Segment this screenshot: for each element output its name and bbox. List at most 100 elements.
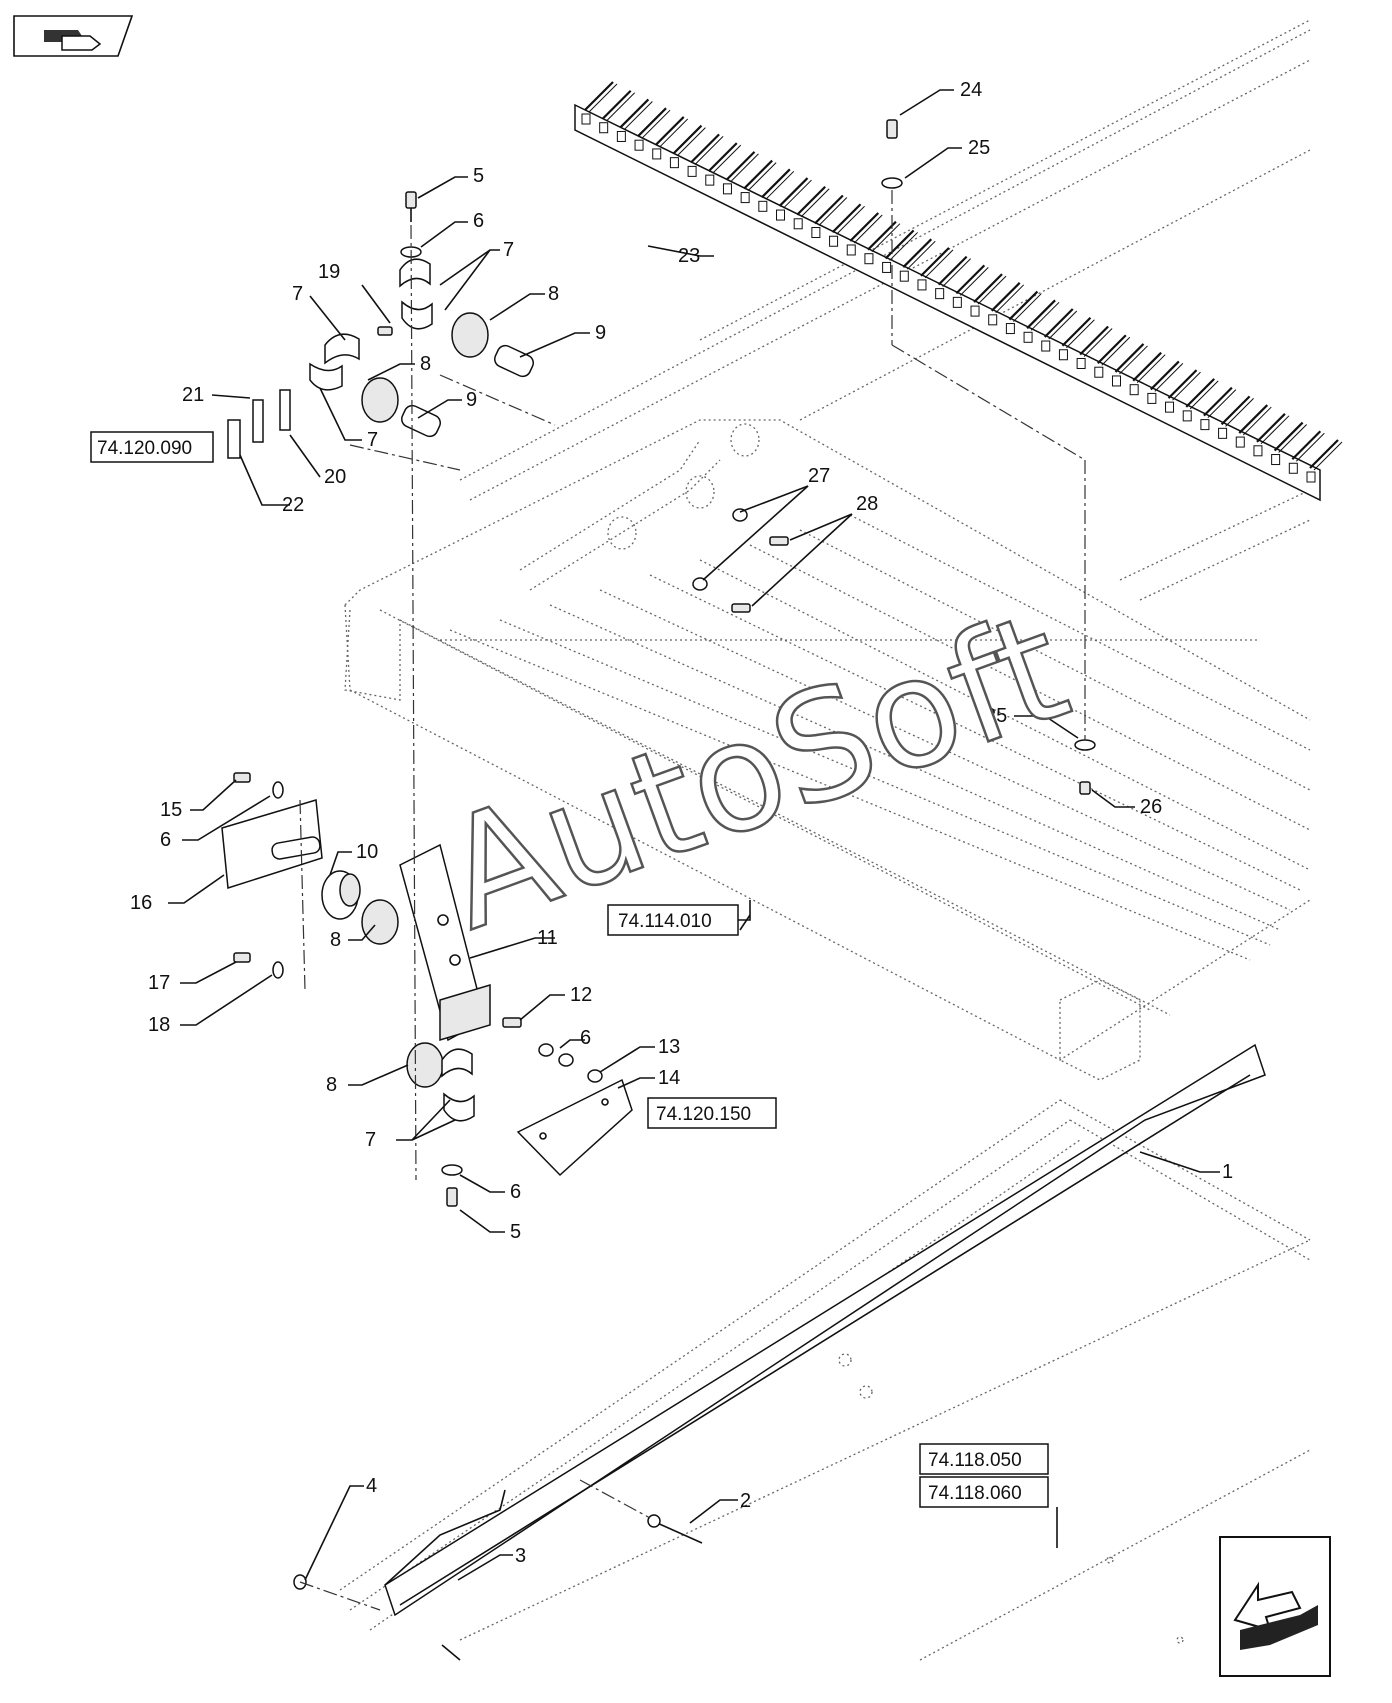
tine — [637, 107, 667, 137]
side-strip — [384, 1043, 1266, 1617]
tine-coil — [1306, 471, 1316, 483]
callout-10: 10 — [356, 841, 378, 863]
tine-coil — [1111, 375, 1121, 387]
tine-edge — [1260, 415, 1290, 445]
tine-coil — [758, 200, 768, 212]
callout-6d: 6 — [510, 1181, 521, 1203]
callout-21: 21 — [182, 384, 204, 406]
callout-7b: 7 — [292, 283, 303, 305]
tine-coil — [882, 261, 892, 273]
tine — [654, 116, 685, 146]
callout-6c: 6 — [580, 1027, 591, 1049]
callout-20: 20 — [324, 466, 346, 488]
tine-coil — [917, 279, 927, 291]
callout-8c: 8 — [330, 929, 341, 951]
tine-coil — [669, 157, 679, 169]
tine — [1273, 421, 1304, 452]
callout-8: 8 — [548, 283, 559, 305]
ref-74-120-090[interactable]: 74.120.090 — [90, 431, 214, 463]
tine-coil — [1200, 419, 1210, 431]
tine-edge — [1119, 345, 1148, 375]
tine — [831, 203, 862, 234]
tine — [955, 264, 986, 295]
tine — [1079, 325, 1109, 356]
tine-coil — [705, 174, 715, 186]
tine-coil — [1147, 392, 1157, 404]
tine-coil — [970, 305, 980, 317]
tine-edge — [1189, 380, 1219, 410]
tine-edge — [959, 267, 989, 296]
tine-edge — [1154, 363, 1184, 392]
svg-text:74.118.050: 74.118.050 — [928, 1450, 1022, 1471]
ref-74-120-150[interactable]: 74.120.150 — [647, 1097, 777, 1129]
tine — [1043, 308, 1074, 338]
tine — [973, 273, 1003, 303]
ref-74-118-050[interactable]: 74.118.050 — [919, 1443, 1049, 1475]
tine — [1220, 395, 1251, 426]
tine-edge — [889, 232, 918, 261]
tine — [814, 194, 844, 225]
tine-edge — [606, 92, 636, 122]
callout-15: 15 — [160, 799, 182, 821]
tine — [1061, 316, 1092, 347]
tine-coil — [1094, 366, 1104, 378]
tine-coil — [722, 183, 732, 195]
ref-74-118-060[interactable]: 74.118.060 — [919, 1476, 1049, 1508]
tine — [1309, 439, 1339, 469]
tine-coil — [793, 218, 803, 230]
tine-bar — [574, 81, 1343, 502]
callout-12: 12 — [570, 984, 592, 1006]
tine-edge — [1295, 432, 1325, 462]
tine — [1150, 360, 1180, 391]
tine — [1238, 404, 1269, 434]
tine-coil — [652, 148, 662, 160]
top-nav-button[interactable] — [13, 15, 134, 57]
tine-coil — [1023, 331, 1033, 343]
callout-5: 5 — [473, 165, 484, 187]
tine — [937, 255, 968, 286]
ref-74-114-010[interactable]: 74.114.010 — [607, 900, 751, 936]
tine — [672, 124, 703, 155]
tine-edge — [977, 275, 1007, 305]
tine-edge — [765, 170, 795, 200]
svg-text:74.120.090: 74.120.090 — [97, 438, 192, 459]
tine — [725, 151, 756, 181]
tine-edge — [1083, 328, 1113, 357]
callout-4: 4 — [366, 1475, 377, 1497]
tine — [708, 142, 738, 172]
svg-text:74.114.010: 74.114.010 — [618, 911, 712, 932]
tine-edge — [730, 153, 759, 183]
tine — [743, 159, 773, 190]
tine — [884, 229, 915, 260]
leader-lines — [168, 89, 1220, 1581]
tine-edge — [871, 223, 901, 253]
tine-edge — [747, 162, 777, 191]
bottom-nav-button[interactable] — [1219, 1536, 1331, 1677]
tine-edge — [818, 197, 848, 226]
callout-17: 17 — [148, 972, 170, 994]
tine-edge — [800, 188, 830, 218]
tine-edge — [1207, 389, 1237, 418]
tine-coil — [1182, 410, 1192, 422]
callout-1: 1 — [1222, 1161, 1233, 1183]
tine-edge — [995, 284, 1025, 314]
callout-16: 16 — [130, 892, 152, 914]
callout-24: 24 — [960, 79, 982, 101]
tine-edge — [694, 136, 724, 165]
tine-coil — [846, 244, 856, 256]
tine-edge — [836, 205, 865, 235]
tine — [584, 81, 614, 111]
watermark: AutoSoft — [422, 579, 1089, 965]
tine-coil — [581, 113, 591, 125]
tine — [1185, 378, 1215, 408]
tine-coil — [1218, 427, 1228, 439]
tine — [761, 168, 791, 199]
tine-coil — [935, 288, 945, 300]
tine-edge — [1278, 424, 1307, 453]
tine-edge — [1048, 310, 1078, 340]
tine — [690, 133, 720, 164]
tine — [1097, 334, 1127, 364]
tine-edge — [906, 240, 936, 270]
callout-23: 23 — [678, 245, 700, 267]
tine-coil — [1235, 436, 1245, 448]
